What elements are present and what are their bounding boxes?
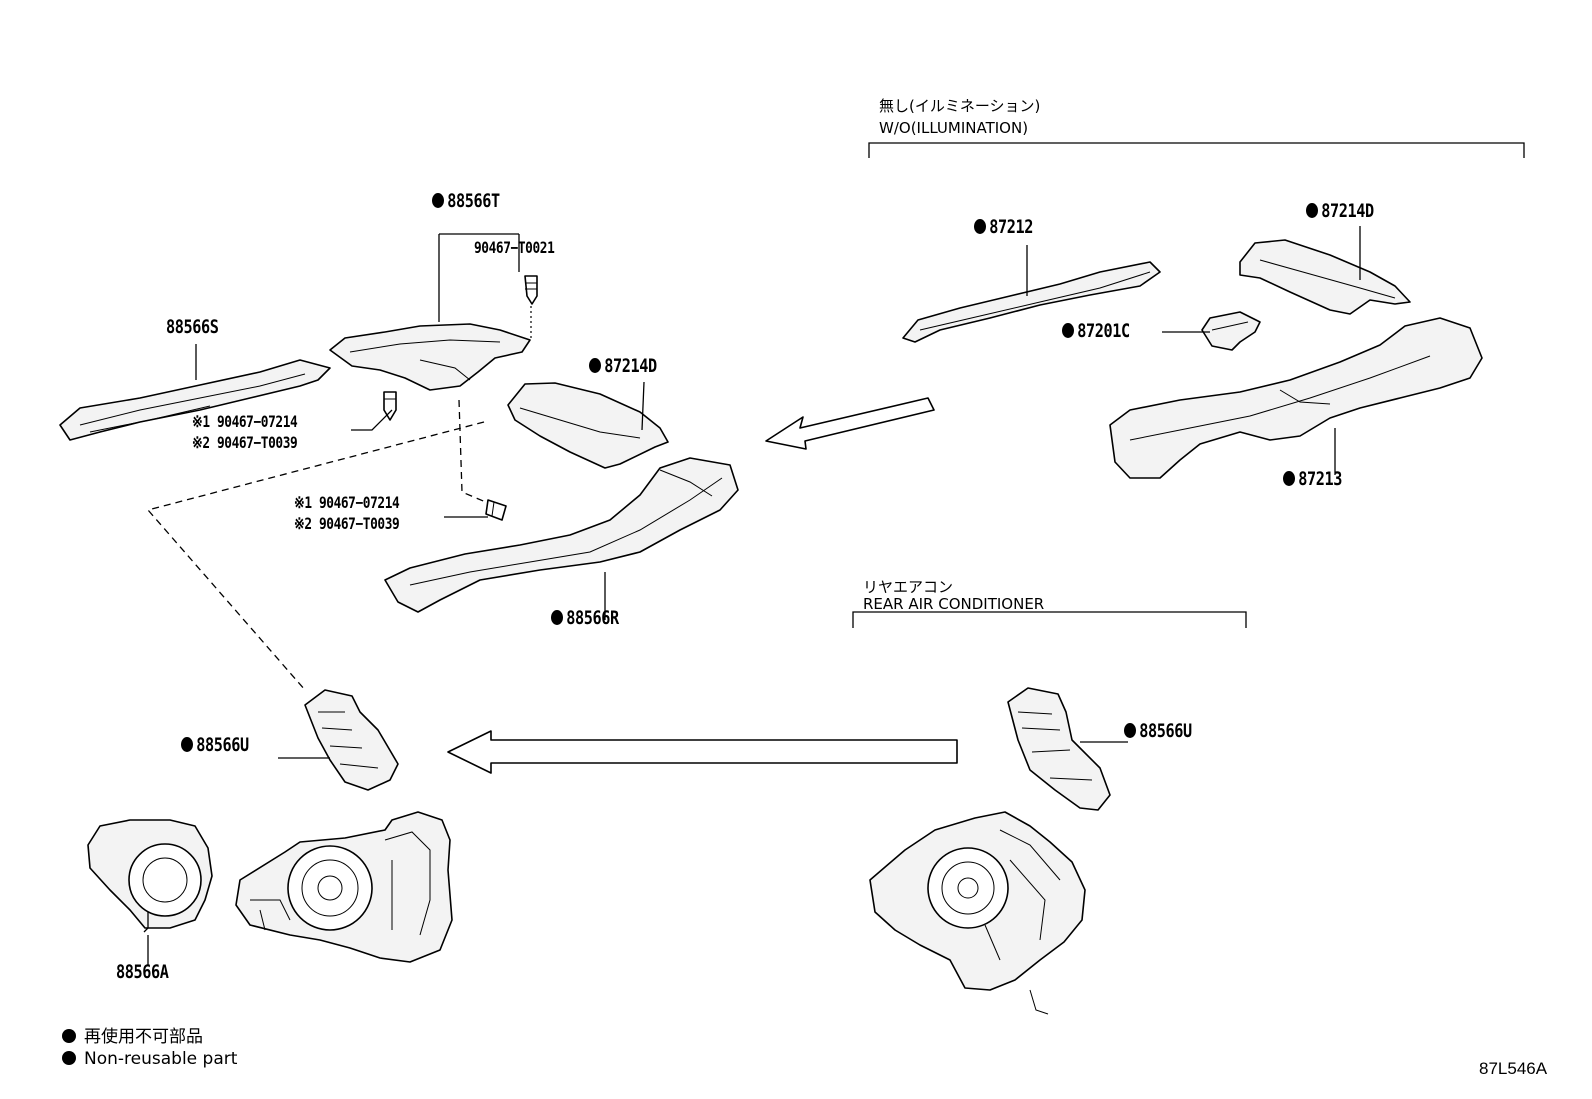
leader-87214d-left <box>641 381 645 431</box>
non-reusable-dot-icon <box>589 358 601 373</box>
non-reusable-dot-icon <box>432 193 444 208</box>
non-reusable-dot-icon <box>62 1029 76 1043</box>
duct-87214d-left <box>507 382 669 469</box>
screw-90467-t0021 <box>524 275 538 305</box>
part-label-87214d-right: 87214D <box>1306 200 1374 222</box>
arrow-lower <box>447 730 958 774</box>
non-reusable-dot-icon <box>62 1051 76 1065</box>
blower-unit-right <box>869 811 1086 1015</box>
legend-jp: 再使用不可部品 <box>62 1022 203 1047</box>
duct-88566s <box>59 359 331 441</box>
part-label-88566r: 88566R <box>551 607 619 629</box>
non-reusable-dot-icon <box>1124 723 1136 738</box>
non-reusable-dot-icon <box>1283 471 1295 486</box>
part-label-87213: 87213 <box>1283 468 1342 490</box>
clip-87201c <box>1201 311 1261 351</box>
duct-88566r <box>384 457 739 613</box>
part-label-88566a: 88566A <box>116 961 169 983</box>
wo-illumination-bracket <box>868 142 1525 158</box>
rear-ac-header-en: REAR AIR CONDITIONER <box>863 595 1045 613</box>
diagram-code: 87L546A <box>1479 1059 1548 1078</box>
note-label-1b: ※1 90467−07214 <box>294 493 400 512</box>
wo-illumination-header-en: W/O(ILLUMINATION) <box>879 119 1029 137</box>
part-label-87212: 87212 <box>974 216 1033 238</box>
hose-88566u-left <box>304 689 399 791</box>
duct-87212 <box>902 261 1161 343</box>
part-label-90467-t0021: 90467−T0021 <box>474 238 555 257</box>
non-reusable-dot-icon <box>974 219 986 234</box>
legend-en: Non-reusable part <box>62 1049 237 1069</box>
leader-88566t <box>438 233 520 322</box>
part-label-88566s: 88566S <box>166 316 219 338</box>
duct-87214d-right <box>1239 239 1411 315</box>
note-label-2a: ※2 90467−T0039 <box>192 433 298 452</box>
duct-87213 <box>1109 317 1483 479</box>
part-label-87201c: 87201C <box>1062 320 1130 342</box>
non-reusable-dot-icon <box>1062 323 1074 338</box>
non-reusable-dot-icon <box>551 610 563 625</box>
screw-90467-07214-b <box>485 499 507 521</box>
non-reusable-dot-icon <box>181 737 193 752</box>
dashed-screw-line-mid <box>458 399 489 504</box>
part-label-87214d-left: 87214D <box>589 355 657 377</box>
leader-screw-a <box>351 409 393 431</box>
rear-ac-header-jp: リヤエアコン <box>863 578 954 596</box>
arrow-upper <box>765 397 935 450</box>
part-label-88566u-right: 88566U <box>1124 720 1192 742</box>
screw-90467-07214-a <box>383 391 397 421</box>
non-reusable-dot-icon <box>1306 203 1318 218</box>
note-label-1a: ※1 90467−07214 <box>192 412 298 431</box>
duct-88566t <box>329 323 531 391</box>
note-label-2b: ※2 90467−T0039 <box>294 514 400 533</box>
part-label-88566t: 88566T <box>432 190 500 212</box>
dashed-assembly-line <box>146 421 485 691</box>
wo-illumination-header-jp: 無し(イルミネーション) <box>879 97 1041 115</box>
rear-ac-bracket <box>852 611 1247 628</box>
blower-unit-left <box>235 811 453 963</box>
cover-88566a <box>87 819 213 933</box>
part-label-88566u-left: 88566U <box>181 734 249 756</box>
hose-88566u-right <box>1007 687 1111 811</box>
